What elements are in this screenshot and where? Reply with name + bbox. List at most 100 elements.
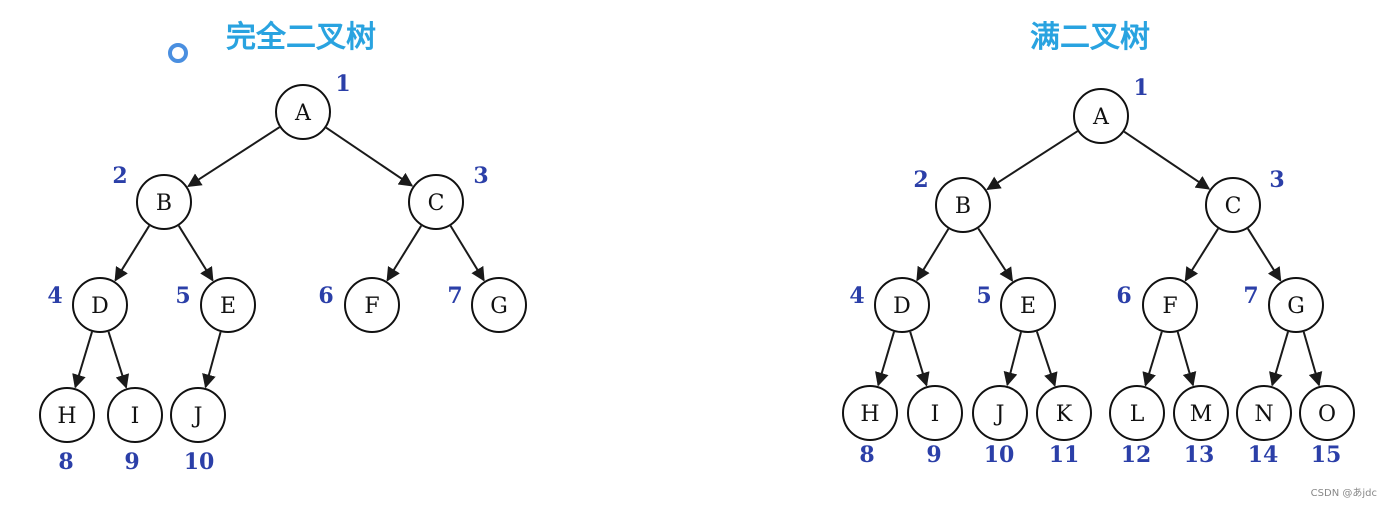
right-edge-C-F [1184, 228, 1219, 282]
node-number-label: 4 [849, 283, 864, 309]
left-node-g: G7 [447, 277, 527, 333]
left-edge-B-E [177, 225, 214, 282]
node-label: A [294, 101, 312, 126]
node-label: N [1254, 402, 1273, 427]
node-number-label: 9 [926, 442, 941, 468]
right-edge-G-N [1269, 331, 1289, 387]
node-number-label: 3 [473, 163, 488, 189]
right-node-n: N 14 [1236, 385, 1292, 468]
node-label: D [91, 294, 109, 319]
node-label: I [131, 404, 140, 429]
right-edge-A-B [986, 130, 1079, 191]
left-node-b: B2 [112, 163, 192, 230]
node-circle [1299, 385, 1355, 441]
left-node-c: C3 [408, 163, 489, 230]
node-circle [471, 277, 527, 333]
node-label: D [893, 294, 911, 319]
right-edge-D-I [909, 331, 930, 387]
node-number-label: 11 [1049, 442, 1080, 468]
node-number-label: 1 [1133, 75, 1148, 101]
right-edge-F-M [1176, 331, 1197, 387]
right-edge-E-K [1035, 331, 1058, 387]
right-node-d: D4 [849, 277, 930, 333]
node-label: J [994, 402, 1005, 427]
right-node-k: K 11 [1036, 385, 1092, 468]
right-node-j: J 10 [972, 385, 1028, 468]
right-node-b: B2 [913, 167, 991, 233]
node-number-label: 2 [112, 163, 127, 189]
node-label: B [955, 194, 971, 219]
node-label: E [1020, 294, 1036, 319]
node-number-label: 5 [175, 283, 190, 309]
right-node-m: M 13 [1173, 385, 1229, 468]
right-edge-A-C [1123, 130, 1211, 190]
node-number-label: 8 [859, 442, 874, 468]
right-node-a: A1 [1073, 75, 1149, 144]
node-number-label: 2 [913, 167, 928, 193]
left-edge-B-D [114, 225, 151, 282]
node-circle [1205, 177, 1261, 233]
left-node-e: E5 [175, 277, 256, 333]
node-circle [874, 277, 930, 333]
node-label: F [1162, 294, 1177, 319]
left-node-a: A1 [275, 71, 351, 140]
node-number-label: 12 [1121, 442, 1152, 468]
node-number-label: 8 [58, 449, 73, 475]
left-node-i: I9 [107, 387, 163, 475]
node-circle [408, 174, 464, 230]
node-circle [907, 385, 963, 441]
node-label: I [931, 402, 940, 427]
right-node-c: C3 [1205, 167, 1285, 233]
node-label: C [428, 191, 445, 216]
node-circle [1000, 277, 1056, 333]
left-edge-E-J [202, 331, 222, 389]
watermark: CSDN @あjdc [1310, 488, 1377, 499]
node-label: G [490, 294, 508, 319]
complete-binary-tree-title: 完全二叉树 [226, 20, 376, 55]
node-number-label: 14 [1248, 442, 1279, 468]
node-circle [72, 277, 128, 333]
full-binary-tree-title: 满二叉树 [1030, 20, 1150, 55]
cursor-marker-icon [168, 43, 188, 63]
right-node-l: L 12 [1109, 385, 1165, 468]
node-number-label: 1 [335, 71, 350, 97]
node-label: L [1130, 402, 1145, 427]
right-edge-G-O [1302, 331, 1323, 387]
node-label: E [220, 294, 236, 319]
node-number-label: 6 [1116, 283, 1131, 309]
right-edge-E-J [1003, 331, 1022, 387]
node-circle [275, 84, 331, 140]
left-node-j: J10 [170, 387, 226, 475]
node-label: H [57, 404, 76, 429]
node-label: B [156, 191, 172, 216]
node-circle [972, 385, 1028, 441]
node-number-label: 9 [124, 449, 139, 475]
right-node-f: F6 [1116, 277, 1198, 333]
left-edge-D-H [72, 331, 93, 389]
left-edge-C-F [386, 225, 423, 282]
node-label: J [192, 404, 203, 429]
left-node-d: D4 [47, 277, 128, 333]
right-edge-C-G [1247, 228, 1282, 282]
right-edge-B-E [977, 227, 1014, 282]
node-label: K [1056, 402, 1073, 427]
node-circle [39, 387, 95, 443]
node-circle [136, 174, 192, 230]
right-node-o: O15 [1299, 385, 1355, 468]
node-circle [842, 385, 898, 441]
node-circle [1268, 277, 1324, 333]
left-edge-D-I [107, 331, 130, 389]
node-circle [1036, 385, 1092, 441]
right-edge-D-H [875, 331, 895, 387]
left-edge-C-G [449, 225, 485, 282]
right-node-h: H8 [842, 385, 898, 468]
node-label: C [1225, 194, 1242, 219]
node-circle [935, 177, 991, 233]
node-number-label: 7 [447, 283, 462, 309]
node-label: M [1190, 402, 1213, 427]
node-number-label: 10 [984, 442, 1015, 468]
node-label: O [1318, 402, 1336, 427]
node-number-label: 13 [1184, 442, 1215, 468]
